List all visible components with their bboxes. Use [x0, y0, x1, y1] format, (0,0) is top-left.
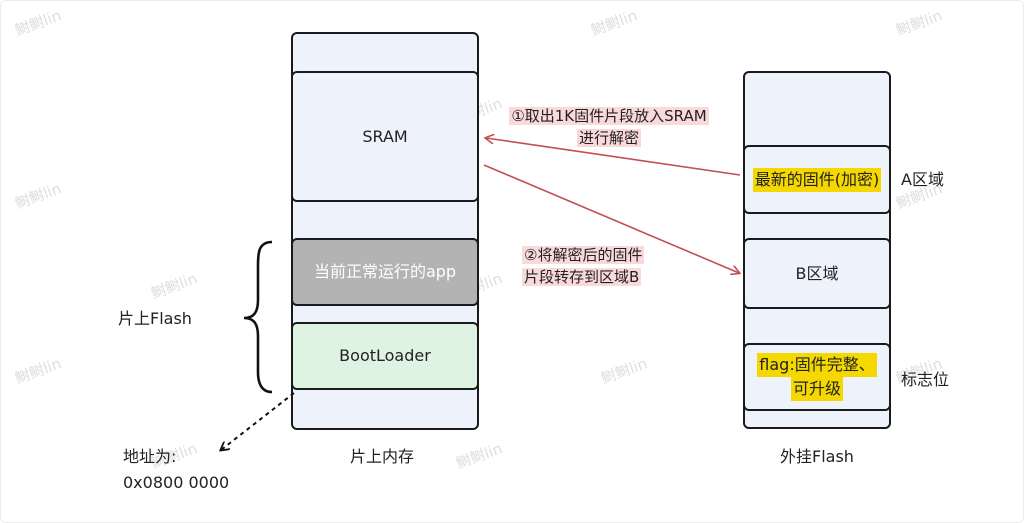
onchip-flash-brace — [243, 240, 273, 394]
step1-annotation: ①取出1K固件片段放入SRAM 进行解密 — [495, 105, 723, 149]
arrow-step2 — [483, 164, 739, 273]
step2-line1: ②将解密后的固件 — [522, 246, 645, 264]
region-b-block: B区域 — [743, 238, 891, 309]
address-value: 0x0800 0000 — [123, 473, 230, 492]
app-label: 当前正常运行的app — [313, 262, 457, 281]
app-block: 当前正常运行的app — [291, 238, 479, 306]
region-a-text: 最新的固件(加密) — [752, 167, 882, 192]
flag-label: 标志位 — [901, 370, 950, 389]
onchip-caption: 片上内存 — [350, 447, 415, 466]
step1-line2: 进行解密 — [576, 129, 641, 147]
sram-block: SRAM — [291, 71, 479, 202]
bootloader-label: BootLoader — [339, 346, 431, 365]
region-b-label: B区域 — [795, 263, 839, 283]
address-label: 地址为: — [123, 447, 177, 466]
flag-block: flag:固件完整、 可升级 — [743, 343, 891, 411]
region-a-block: 最新的固件(加密) — [743, 145, 891, 214]
address-pointer-arrow — [221, 392, 295, 450]
region-a-label: A区域 — [901, 170, 944, 189]
step1-line1: ①取出1K固件片段放入SRAM — [509, 107, 709, 125]
onchip-flash-label: 片上Flash — [118, 309, 192, 328]
bootloader-block: BootLoader — [291, 322, 479, 390]
step2-annotation: ②将解密后的固件 片段转存到区域B — [522, 244, 670, 288]
flag-text-line2: 可升级 — [790, 377, 843, 401]
arrow-step1 — [486, 138, 741, 176]
external-flash-caption: 外挂Flash — [780, 447, 854, 466]
flag-text-line1: flag:固件完整、 — [757, 353, 877, 377]
step2-line2: 片段转存到区域B — [522, 268, 642, 286]
sram-label: SRAM — [362, 126, 408, 146]
